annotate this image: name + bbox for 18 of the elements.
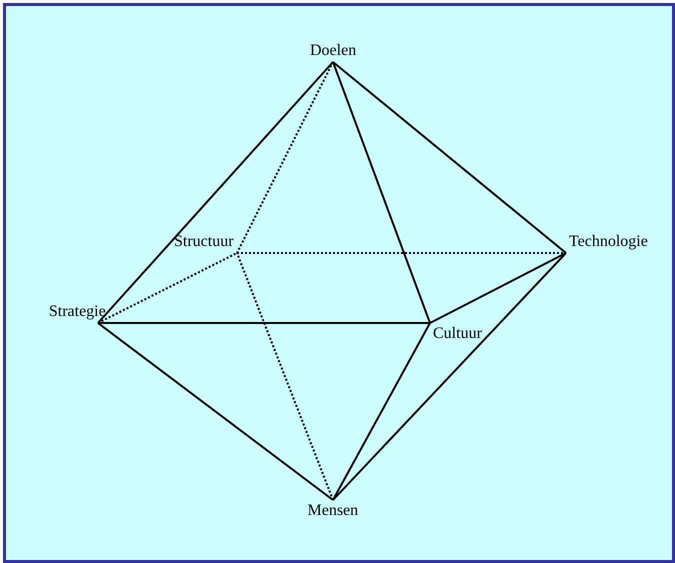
vertex-label: Doelen xyxy=(309,42,358,60)
line xyxy=(332,322,431,500)
dotted-line xyxy=(237,252,566,254)
line xyxy=(97,322,334,501)
vertex-label: Mensen xyxy=(306,502,360,520)
dotted-line xyxy=(236,62,334,254)
vertex-label: Cultuur xyxy=(432,325,483,343)
line xyxy=(332,252,567,501)
line xyxy=(430,252,566,324)
dotted-line xyxy=(98,252,238,324)
vertex-label: Technologie xyxy=(568,233,649,251)
vertex-label: Strategie xyxy=(48,303,107,321)
line xyxy=(97,61,334,324)
line xyxy=(98,322,430,324)
line xyxy=(332,62,431,324)
line xyxy=(332,61,567,254)
vertex-label: Structuur xyxy=(173,233,235,251)
dotted-line xyxy=(236,252,334,500)
